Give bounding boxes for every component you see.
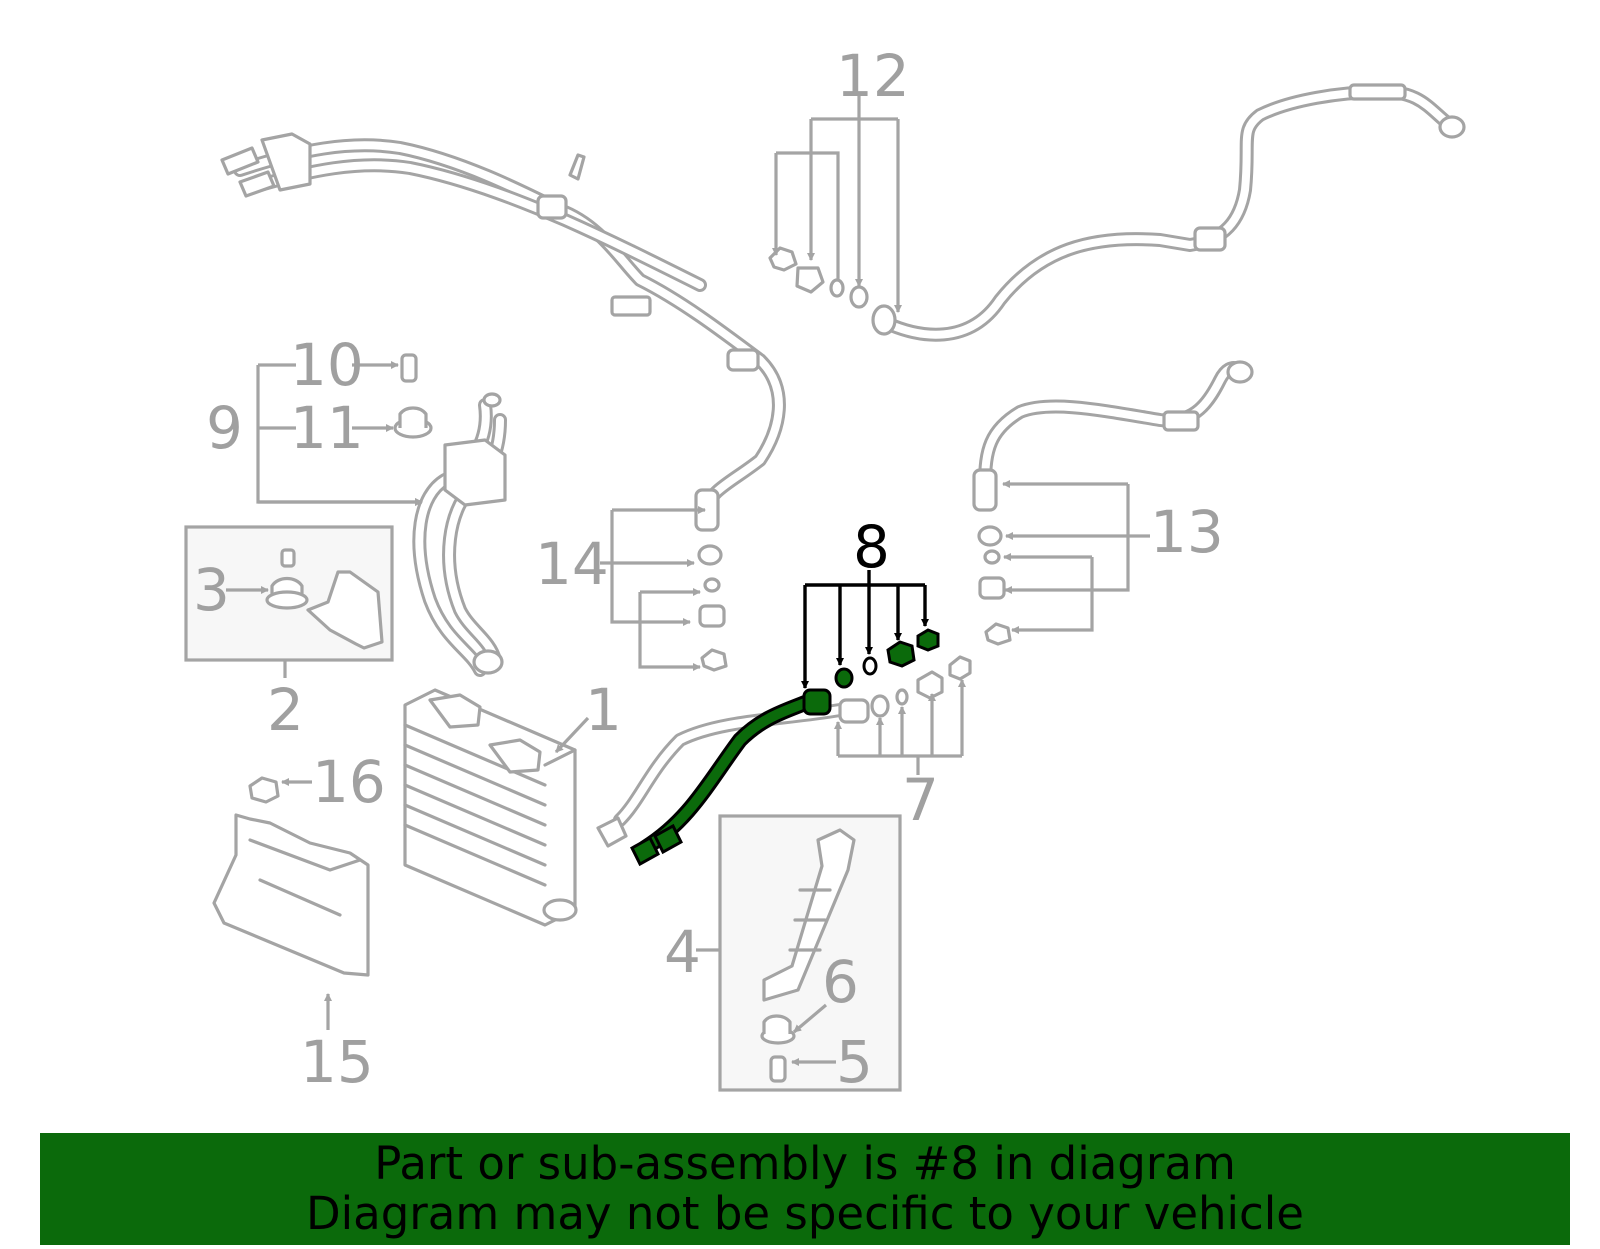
callout-16[interactable]: 16	[312, 748, 386, 816]
callout-8[interactable]: 8	[853, 513, 890, 581]
bracket-4	[762, 828, 856, 1002]
highlighted-cooler-line-8	[630, 628, 940, 867]
callout-9[interactable]: 9	[206, 394, 243, 462]
fitting-set-12	[768, 246, 869, 309]
callout-12[interactable]: 12	[836, 42, 910, 110]
banner-line-2: Diagram may not be specific to your vehi…	[306, 1187, 1304, 1240]
callout-1[interactable]: 1	[585, 676, 622, 744]
fitting-set-13	[977, 525, 1012, 646]
oil-cooler-1	[403, 688, 578, 927]
banner-line-1: Part or sub-assembly is #8 in diagram	[374, 1137, 1236, 1190]
fitting-set-14	[697, 544, 728, 672]
callout-6[interactable]: 6	[822, 948, 859, 1016]
info-banner: Part or sub-assembly is #8 in diagram Di…	[40, 1133, 1570, 1245]
pin-10	[400, 353, 418, 383]
transmission-line-upper-right	[871, 83, 1466, 342]
pin-5	[769, 1055, 787, 1083]
air-deflector-15	[212, 813, 370, 977]
hose-assembly-9	[412, 392, 507, 677]
callout-4[interactable]: 4	[664, 918, 701, 986]
callout-15[interactable]: 15	[300, 1028, 374, 1096]
transmission-line-upper-left	[220, 132, 786, 532]
grommet-6	[760, 1014, 796, 1045]
leader-lines-grey	[226, 95, 1150, 1066]
leader-lines-8	[801, 570, 929, 689]
callout-13[interactable]: 13	[1150, 498, 1224, 566]
mount-3	[265, 548, 384, 650]
callout-3[interactable]: 3	[193, 556, 230, 624]
clip-16	[248, 776, 280, 804]
callout-10[interactable]: 10	[290, 331, 364, 399]
transmission-line-right	[972, 360, 1254, 512]
callout-11[interactable]: 11	[290, 394, 364, 462]
callout-14[interactable]: 14	[535, 530, 609, 598]
callout-7[interactable]: 7	[902, 766, 939, 834]
grommet-11	[393, 406, 433, 439]
callout-5[interactable]: 5	[836, 1028, 873, 1096]
callout-2[interactable]: 2	[267, 676, 304, 744]
